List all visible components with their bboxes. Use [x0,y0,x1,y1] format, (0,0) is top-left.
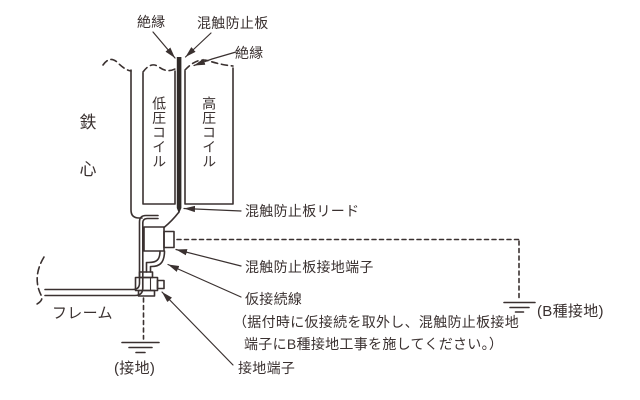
b-ground-label: (B種接地) [537,303,604,320]
shield-ground-terminal-box [143,226,165,252]
frame-break-line [36,256,45,305]
b-ground-symbol [503,301,536,313]
ground-terminal-bolt-stub [156,279,165,290]
ground-terminal-bolt-facets [141,276,152,292]
iron-core-label: 鉄心 [76,113,96,207]
temporary-connection-wire-b [149,250,166,273]
note-line2: 端子にB種接地工事を施してください。） [244,336,504,352]
hv-coil-break-line [184,59,234,71]
hv-coil-outline [184,67,234,205]
shield-plate-lead-wire [163,211,180,229]
ground-terminal-bolt-base [137,289,156,297]
frame-bracket-outer [44,214,159,291]
ground-terminal-label: 接地端子 [238,360,296,376]
ground-terminal-bolt-top [138,271,154,279]
frame-bracket-inner [44,217,159,297]
leader-insulation-right [193,51,237,67]
shield-ground-terminal-tab [163,230,175,249]
iron-core-break-line [102,58,132,72]
frame-ground-label: (接地) [114,360,156,377]
frame-label: フレーム [52,305,113,322]
iron-core-line [130,69,143,219]
lv-coil-label: 低圧コイル [151,96,168,169]
shield-plate-strip [176,57,182,214]
leader-shield-plate-lead [183,205,242,213]
leader-insulation-left [152,31,176,59]
shield-plate-lead-label: 混触防止板リード [245,203,360,219]
leader-temporary-connection [167,263,242,298]
temporary-connection-label: 仮接続線 [245,291,303,307]
hv-coil-label: 高圧コイル [201,96,218,169]
leader-shield-ground-terminal [175,248,242,267]
insulation-right-label: 絶縁 [235,45,264,61]
lv-coil-outline [142,70,176,205]
lv-coil-break-line [142,64,176,73]
insulation-left-label: 絶縁 [137,14,166,30]
frame-ground-symbol [121,341,160,354]
leader-shield-plate [184,32,212,58]
temporary-connection-wire-a [145,250,161,273]
note-line1: （据付時に仮接続を取外し、混触防止板接地 [233,314,519,330]
leader-ground-terminal [161,291,234,366]
shield-ground-terminal-label: 混触防止板接地端子 [245,259,374,275]
shield-plate-label: 混触防止板 [197,15,269,31]
